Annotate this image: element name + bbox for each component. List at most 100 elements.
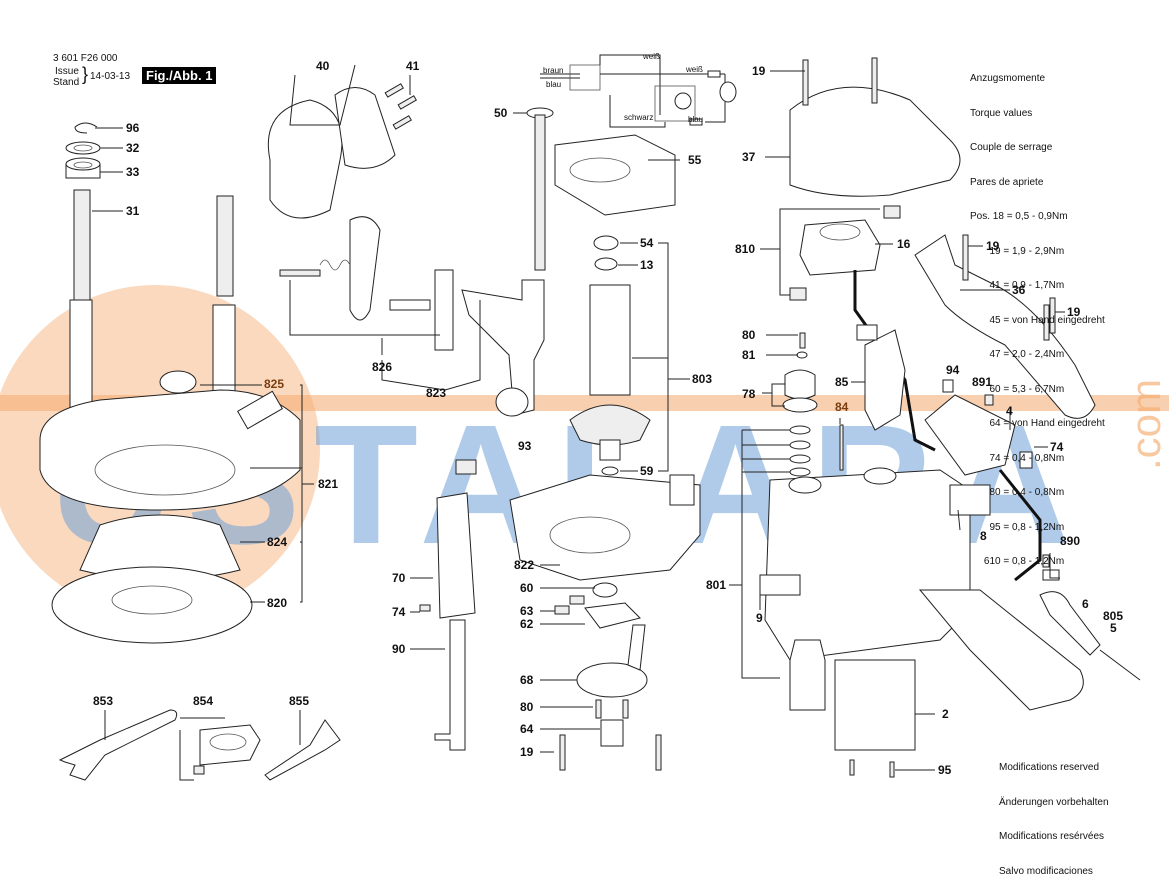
cable-5 bbox=[1099, 649, 1141, 681]
callout-2[interactable]: 2 bbox=[942, 707, 949, 721]
callout-36[interactable]: 36 bbox=[1012, 283, 1026, 297]
wire-label-blau-left: blau bbox=[546, 80, 562, 89]
callout-801[interactable]: 801 bbox=[706, 578, 727, 592]
figure-label: Fig./Abb. 1 bbox=[142, 67, 217, 84]
torque-entry: 80 = 0,4 - 0,8Nm bbox=[970, 487, 1065, 498]
footer-line-en: Modifications reserved bbox=[999, 762, 1100, 773]
screws-41 bbox=[384, 83, 417, 130]
callout-62[interactable]: 62 bbox=[520, 617, 534, 631]
callout-70[interactable]: 70 bbox=[392, 571, 406, 585]
callout-5[interactable]: 5 bbox=[1110, 621, 1117, 635]
callout-854[interactable]: 854 bbox=[193, 694, 214, 708]
callout-803[interactable]: 803 bbox=[692, 372, 713, 386]
footer-line-fr: Modifications resérvées bbox=[999, 831, 1105, 842]
callout-81[interactable]: 81 bbox=[742, 348, 756, 362]
modifications-note: Modifications reserved Änderungen vorbeh… bbox=[999, 739, 1109, 889]
router-base-821 bbox=[39, 389, 301, 511]
callout-19-bottom[interactable]: 19 bbox=[520, 745, 534, 759]
callout-63[interactable]: 63 bbox=[520, 604, 534, 618]
callout-95[interactable]: 95 bbox=[938, 763, 952, 777]
spring-826 bbox=[319, 259, 351, 271]
callout-74-scale[interactable]: 74 bbox=[392, 605, 406, 619]
screw-80b-a bbox=[595, 699, 602, 719]
callout-85[interactable]: 85 bbox=[835, 375, 849, 389]
depth-arm bbox=[461, 279, 545, 416]
callout-40[interactable]: 40 bbox=[316, 59, 330, 73]
callout-64[interactable]: 64 bbox=[520, 722, 534, 736]
callout-823[interactable]: 823 bbox=[426, 386, 447, 400]
clamp-74 bbox=[1019, 451, 1033, 469]
torque-entry: 64 = von Hand eingedreht bbox=[970, 418, 1105, 429]
bearing-54 bbox=[593, 235, 619, 251]
callout-8[interactable]: 8 bbox=[980, 529, 987, 543]
callout-93[interactable]: 93 bbox=[518, 439, 532, 453]
callout-19-handle-top[interactable]: 19 bbox=[986, 239, 1000, 253]
callout-6[interactable]: 6 bbox=[1082, 597, 1089, 611]
callout-890[interactable]: 890 bbox=[1060, 534, 1081, 548]
callout-855[interactable]: 855 bbox=[289, 694, 310, 708]
callout-9[interactable]: 9 bbox=[756, 611, 763, 625]
callout-820[interactable]: 820 bbox=[267, 596, 288, 610]
washer-32 bbox=[65, 141, 101, 155]
torque-entry: 610 = 0,8 - 1,2Nm bbox=[970, 556, 1065, 567]
brush-holder-16 bbox=[799, 219, 881, 276]
callout-13[interactable]: 13 bbox=[640, 258, 654, 272]
callout-824[interactable]: 824 bbox=[267, 535, 288, 549]
torque-entry: 45 = von Hand eingedreht bbox=[970, 314, 1105, 326]
screw-19-bottom-b bbox=[655, 734, 662, 771]
pin-855 bbox=[264, 719, 341, 781]
screw-80a bbox=[799, 332, 806, 349]
brace: } bbox=[82, 64, 89, 84]
callout-19-cap[interactable]: 19 bbox=[752, 64, 766, 78]
callout-33[interactable]: 33 bbox=[126, 165, 140, 179]
callout-59[interactable]: 59 bbox=[640, 464, 654, 478]
callout-78[interactable]: 78 bbox=[742, 387, 756, 401]
callout-74-module[interactable]: 74 bbox=[1050, 440, 1064, 454]
torque-title-de: Anzugsmomente bbox=[970, 73, 1046, 84]
callout-16[interactable]: 16 bbox=[897, 237, 911, 251]
gear-803 bbox=[569, 404, 651, 446]
callout-55[interactable]: 55 bbox=[688, 153, 702, 167]
depth-knob bbox=[495, 387, 529, 417]
motor-housing-801 bbox=[764, 469, 971, 661]
cable-sleeve-6 bbox=[1039, 591, 1101, 656]
callout-4[interactable]: 4 bbox=[1006, 404, 1013, 418]
knob-825 bbox=[159, 370, 197, 394]
callout-32[interactable]: 32 bbox=[126, 141, 140, 155]
motor-wire bbox=[853, 270, 936, 452]
callout-825[interactable]: 825 bbox=[264, 377, 285, 391]
label-8 bbox=[949, 484, 991, 516]
callout-821[interactable]: 821 bbox=[318, 477, 339, 491]
callout-50[interactable]: 50 bbox=[494, 106, 508, 120]
callout-84[interactable]: 84 bbox=[835, 400, 849, 414]
callout-94[interactable]: 94 bbox=[946, 363, 960, 377]
callout-96[interactable]: 96 bbox=[126, 121, 140, 135]
pin-63b bbox=[554, 605, 570, 615]
brush-810b bbox=[789, 287, 807, 301]
callout-60[interactable]: 60 bbox=[520, 581, 534, 595]
callout-810[interactable]: 810 bbox=[735, 242, 756, 256]
callout-822[interactable]: 822 bbox=[514, 558, 535, 572]
dust-port bbox=[236, 390, 284, 430]
callout-80-top[interactable]: 80 bbox=[742, 328, 756, 342]
callout-853[interactable]: 853 bbox=[93, 694, 114, 708]
ring-84-orange bbox=[782, 397, 818, 413]
exploded-view-drawing bbox=[39, 54, 1141, 781]
callout-805[interactable]: 805 bbox=[1103, 609, 1124, 623]
callout-90[interactable]: 90 bbox=[392, 642, 406, 656]
pin-63a bbox=[569, 595, 585, 605]
clamp-890 bbox=[1042, 569, 1060, 581]
footer-line-de: Änderungen vorbehalten bbox=[999, 796, 1109, 808]
callout-31[interactable]: 31 bbox=[126, 204, 140, 218]
callout-80-bottom[interactable]: 80 bbox=[520, 700, 534, 714]
screw-80b-b bbox=[622, 699, 629, 719]
housing-handle bbox=[918, 589, 1084, 711]
callout-41[interactable]: 41 bbox=[406, 59, 420, 73]
wire-label-braun: braun bbox=[543, 66, 564, 75]
callout-37[interactable]: 37 bbox=[742, 150, 756, 164]
callout-68[interactable]: 68 bbox=[520, 673, 534, 687]
callout-891[interactable]: 891 bbox=[972, 375, 993, 389]
callout-54[interactable]: 54 bbox=[640, 236, 654, 250]
callout-826[interactable]: 826 bbox=[372, 360, 393, 374]
callout-19-handle[interactable]: 19 bbox=[1067, 305, 1081, 319]
